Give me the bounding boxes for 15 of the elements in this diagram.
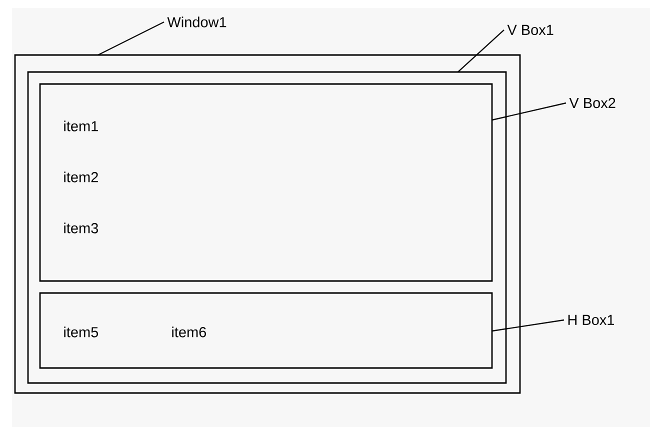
box-label: V Box1 bbox=[507, 24, 554, 36]
leader-line bbox=[98, 21, 164, 56]
item-label: item5 bbox=[64, 326, 98, 338]
leader-line bbox=[492, 102, 566, 121]
box-label: Window1 bbox=[167, 16, 226, 28]
item-label: item1 bbox=[64, 120, 98, 132]
container-box bbox=[39, 292, 493, 369]
item-label: item6 bbox=[172, 326, 206, 338]
box-label: V Box2 bbox=[569, 98, 616, 108]
item-label: item2 bbox=[64, 172, 98, 182]
container-box bbox=[39, 83, 493, 282]
leader-line bbox=[458, 30, 504, 72]
leader-line bbox=[492, 319, 564, 332]
box-label: H Box1 bbox=[568, 314, 614, 326]
item-label: item3 bbox=[64, 222, 98, 234]
